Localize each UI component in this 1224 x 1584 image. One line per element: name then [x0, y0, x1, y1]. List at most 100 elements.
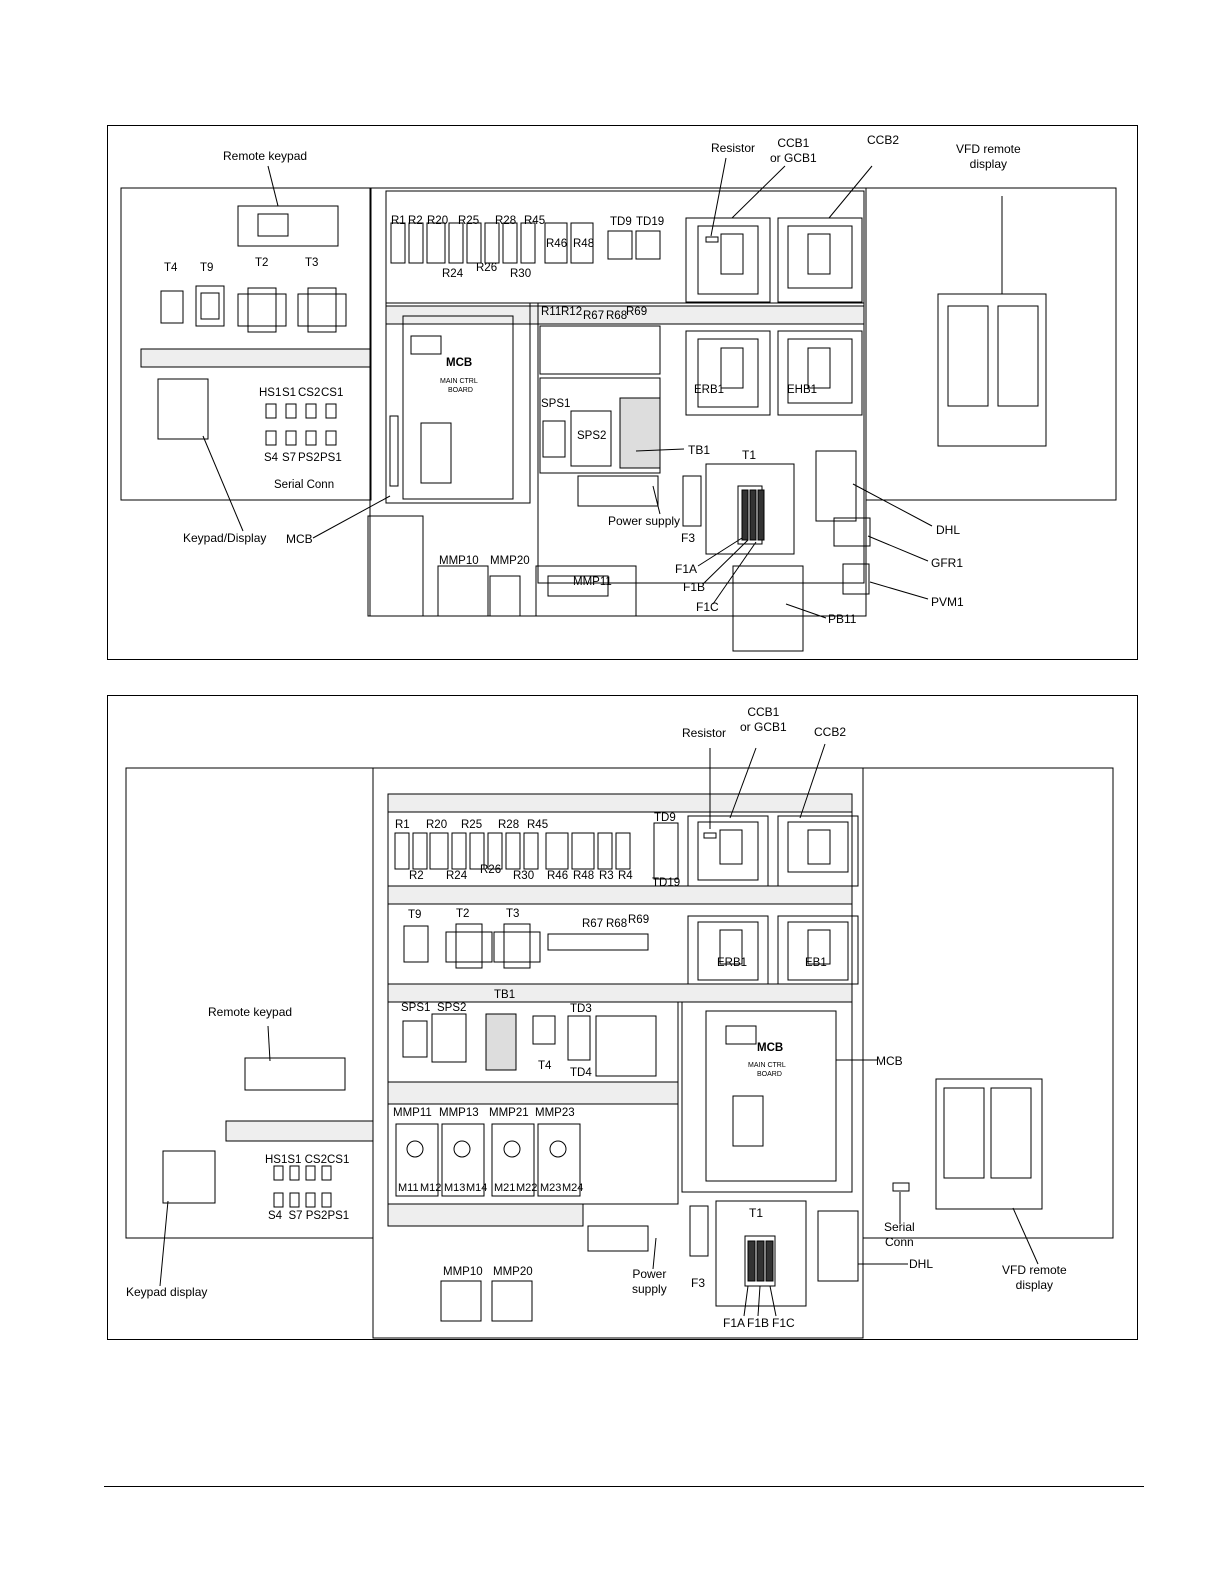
part-r28: R28 [498, 819, 520, 831]
part-erb1: ERB1 [717, 957, 748, 969]
callout-dhl: DHL [936, 523, 961, 537]
part-r69: R69 [626, 306, 648, 318]
part-td9: TD9 [610, 216, 632, 228]
callout-resistor: Resistor [682, 726, 727, 740]
mcb-board-title: MCB [446, 357, 473, 369]
part-mmp10: MMP10 [443, 1266, 483, 1278]
part-eb1: EB1 [805, 957, 827, 969]
part-td4: TD4 [570, 1067, 592, 1079]
callout-f1a: F1A [675, 562, 698, 576]
part-m12: M12 [420, 1182, 442, 1194]
callout-resistor: Resistor [711, 141, 756, 155]
callout-remote-keypad: Remote keypad [223, 149, 308, 163]
part-r30: R30 [510, 268, 532, 280]
part-sps1: SPS1 [401, 1002, 431, 1014]
part-m13: M13 [444, 1182, 466, 1194]
footer-rule [104, 1486, 1144, 1487]
part-m21: M21 [494, 1182, 516, 1194]
part-switch-cs1: CS1 [321, 387, 344, 399]
part-m23: M23 [540, 1182, 562, 1194]
mcb-board-sub2: BOARD [448, 387, 473, 394]
callout-pvm1: PVM1 [931, 595, 964, 609]
part-switches-top: HS1S1 CS2CS1 [265, 1154, 350, 1166]
part-r25: R25 [461, 819, 483, 831]
part-t4: T4 [538, 1060, 552, 1072]
callout-power-line1: Power [632, 1267, 667, 1281]
part-mmp11: MMP11 [393, 1107, 432, 1119]
callout-f1a: F1A [723, 1316, 746, 1330]
part-r45: R45 [524, 215, 546, 227]
part-m22: M22 [516, 1182, 538, 1194]
part-t3: T3 [506, 908, 520, 920]
callout-ccb1-line1: CCB1 [777, 136, 810, 150]
part-r11: R11 [541, 306, 562, 318]
part-r12: R12 [561, 306, 583, 318]
part-switch-hs1: HS1 [259, 387, 282, 399]
callout-ccb1-line2: or GCB1 [740, 720, 787, 734]
callout-power-supply: Power supply [632, 1267, 667, 1297]
callout-vfd-line1: VFD remote [1002, 1263, 1067, 1277]
part-r1: R1 [391, 215, 406, 227]
part-m11: M11 [398, 1182, 419, 1194]
part-t3: T3 [305, 257, 319, 269]
part-t2: T2 [255, 257, 269, 269]
part-r26: R26 [480, 864, 502, 876]
part-r46: R46 [546, 238, 568, 250]
part-mmp10: MMP10 [439, 555, 479, 567]
callout-ccb1: CCB1 or GCB1 [770, 136, 817, 166]
part-r26: R26 [476, 262, 498, 274]
mcb-board-sub2: BOARD [757, 1071, 782, 1078]
callout-dhl: DHL [909, 1257, 934, 1271]
part-switch-s1: S1 [282, 387, 297, 399]
part-t9: T9 [200, 262, 214, 274]
part-mmp20: MMP20 [493, 1266, 533, 1278]
callout-f1b: F1B [683, 580, 706, 594]
callout-f1c: F1C [696, 600, 719, 614]
part-td19: TD19 [652, 877, 681, 889]
part-r69: R69 [628, 914, 650, 926]
part-switch-cs2: CS2 [298, 387, 321, 399]
callout-ccb1-line2: or GCB1 [770, 151, 817, 165]
part-switch-s7: S7 [282, 452, 297, 464]
callout-vfd-display: VFD remote display [956, 142, 1021, 172]
top-panel-figure: Remote keypad Resistor CCB1 or GCB1 CCB2… [107, 125, 1138, 660]
callout-vfd-display: VFD remote display [1002, 1263, 1067, 1293]
part-sps2: SPS2 [437, 1002, 467, 1014]
part-r67: R67 [583, 310, 605, 322]
part-t9: T9 [408, 909, 422, 921]
part-ehb1: EHB1 [787, 384, 818, 396]
part-mmp20: MMP20 [490, 555, 530, 567]
mcb-board-sub1: MAIN CTRL [440, 378, 478, 385]
part-td19: TD19 [636, 216, 665, 228]
callout-remote-keypad: Remote keypad [208, 1005, 293, 1019]
part-r48: R48 [573, 238, 595, 250]
part-switch-ps1: PS1 [320, 452, 342, 464]
part-r28: R28 [495, 215, 517, 227]
top-panel-drawing [120, 157, 1117, 652]
callout-vfd-line1: VFD remote [956, 142, 1021, 156]
callout-pb11: PB11 [828, 612, 857, 626]
part-r46: R46 [547, 870, 569, 882]
part-switch-ps2: PS2 [298, 452, 320, 464]
callout-mcb: MCB [876, 1054, 903, 1068]
part-r68: R68 [606, 918, 628, 930]
callout-serial-line2: Conn [885, 1235, 914, 1249]
part-r45: R45 [527, 819, 549, 831]
part-mmp13: MMP13 [439, 1107, 479, 1119]
part-switches-bottom: S4 S7 PS2PS1 [268, 1210, 350, 1222]
part-r1: R1 [395, 819, 410, 831]
part-r3: R3 [599, 870, 614, 882]
callout-power-line2: supply [632, 1282, 667, 1296]
callout-t1: T1 [742, 448, 757, 462]
part-r25: R25 [458, 215, 480, 227]
part-m14: M14 [466, 1182, 488, 1194]
callout-ccb2: CCB2 [867, 133, 900, 147]
part-r2: R2 [408, 215, 423, 227]
part-r48: R48 [573, 870, 595, 882]
part-sps2: SPS2 [577, 430, 607, 442]
mcb-board-sub1: MAIN CTRL [748, 1062, 786, 1069]
part-r20: R20 [427, 215, 449, 227]
bottom-panel-figure: CCB1 or GCB1 Resistor CCB2 Remote keypad… [107, 695, 1138, 1340]
part-tb1: TB1 [494, 989, 516, 1001]
callout-ccb1: CCB1 or GCB1 [740, 705, 787, 735]
